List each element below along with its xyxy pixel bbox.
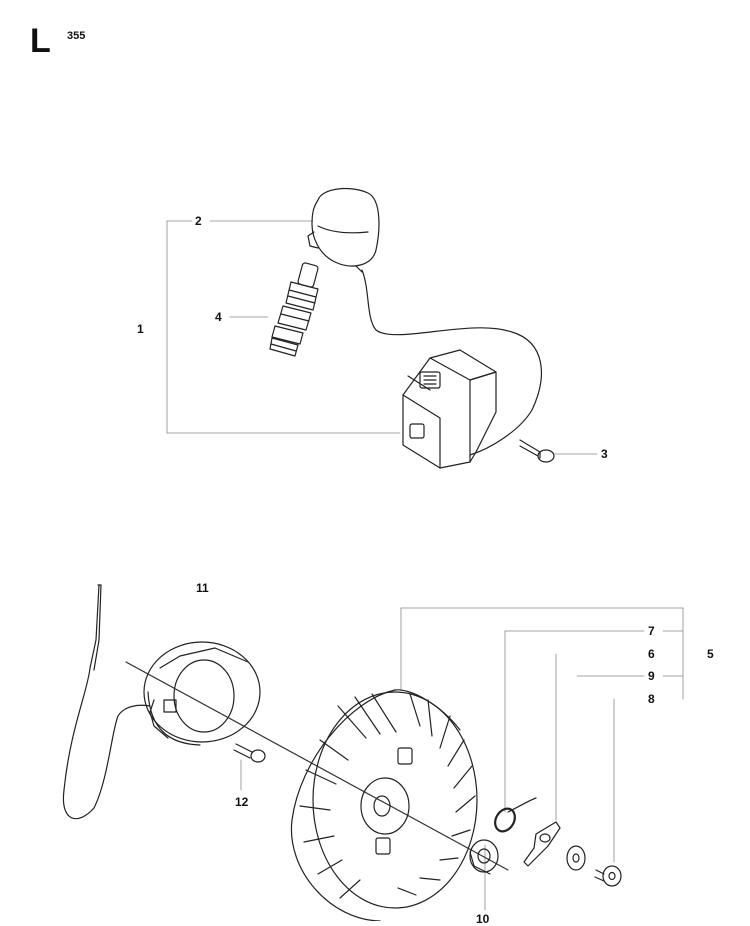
callout-7: 7 bbox=[648, 624, 655, 638]
callout-4: 4 bbox=[215, 310, 222, 324]
coil-screw bbox=[233, 743, 266, 763]
flywheel bbox=[290, 689, 478, 921]
o-ring-wire bbox=[507, 797, 537, 813]
ignition-coil bbox=[143, 641, 261, 746]
module-screw bbox=[519, 439, 555, 463]
callout-11: 11 bbox=[196, 581, 209, 595]
callout-10: 10 bbox=[476, 912, 490, 926]
ground-wire bbox=[62, 584, 151, 820]
callout-5: 5 bbox=[707, 647, 714, 661]
callout-3: 3 bbox=[601, 447, 608, 461]
lower-leader-lines bbox=[240, 607, 684, 911]
callout-1: 1 bbox=[137, 322, 144, 336]
section-letter: L bbox=[30, 22, 51, 60]
section-code: 355 bbox=[67, 30, 86, 42]
spark-plug bbox=[269, 262, 319, 357]
ignition-cable bbox=[361, 269, 542, 456]
callout-8: 8 bbox=[648, 692, 655, 706]
flywheel-nut bbox=[469, 839, 499, 875]
callout-6: 6 bbox=[648, 647, 655, 661]
callout-9: 9 bbox=[648, 669, 655, 683]
flywheel-screw bbox=[594, 865, 622, 887]
callout-2: 2 bbox=[195, 214, 202, 228]
upper-leader-lines bbox=[166, 220, 598, 455]
ignition-module bbox=[402, 349, 497, 469]
spark-plug-cap bbox=[307, 187, 380, 273]
o-ring bbox=[494, 807, 516, 833]
washer bbox=[566, 845, 586, 871]
bracket bbox=[523, 821, 561, 867]
callout-12: 12 bbox=[235, 795, 249, 809]
